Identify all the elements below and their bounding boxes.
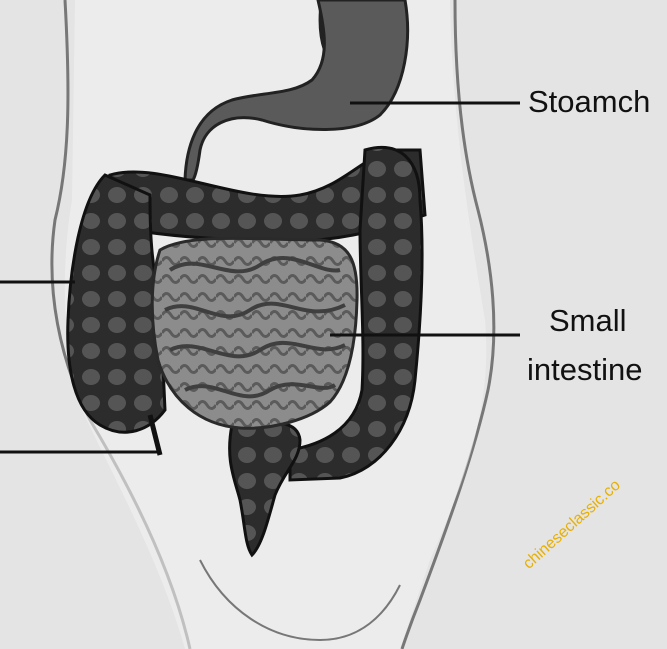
small-intestine-label-line1: Small	[549, 303, 627, 339]
small-intestine-label-line2: intestine	[527, 352, 642, 388]
stomach-label: Stoamch	[528, 84, 650, 120]
